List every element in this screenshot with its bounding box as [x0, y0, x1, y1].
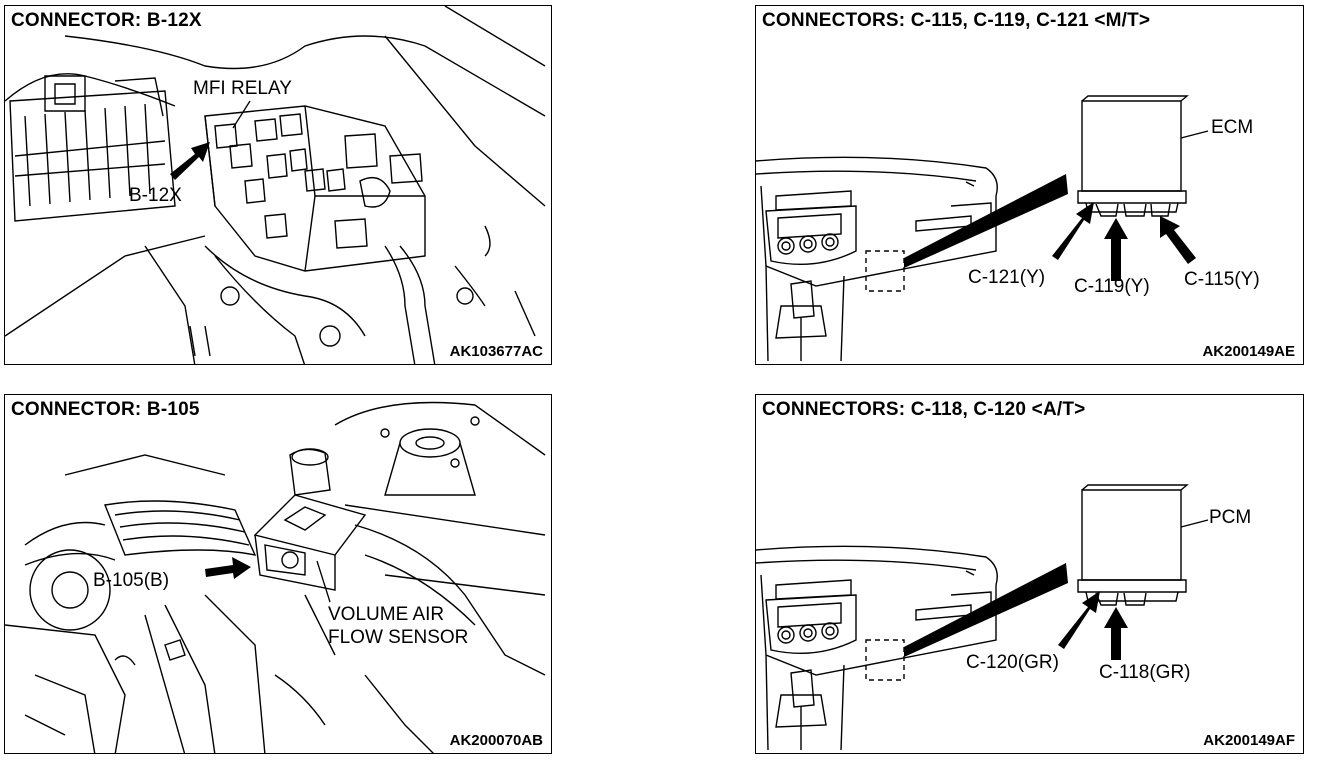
- pcm-callout-wedge: [904, 563, 1068, 657]
- panel-title: CONNECTOR: B-12X: [11, 10, 202, 31]
- b105-connector-label: B-105(B): [93, 570, 170, 591]
- c115-label: C-115(Y): [1184, 269, 1260, 290]
- c121-label: C-121(Y): [968, 267, 1046, 288]
- ecm-callout-wedge: [904, 174, 1068, 268]
- sensor-label-line2: FLOW SENSOR: [328, 627, 469, 648]
- panel-title: CONNECTOR: B-105: [11, 399, 200, 420]
- pcm-dashboard-illustration: [756, 484, 1209, 751]
- panel-connectors-mt: CONNECTORS: C-115, C-119, C-121 <M/T> EC…: [755, 5, 1304, 365]
- c119-label: C-119(Y): [1074, 276, 1150, 297]
- ecm-label: ECM: [1211, 117, 1254, 138]
- figure-code: AK200070AB: [449, 732, 543, 749]
- c120-arrow: [1058, 591, 1100, 649]
- pcm-label: PCM: [1209, 507, 1252, 528]
- panel-title: CONNECTORS: C-115, C-119, C-121 <M/T>: [762, 10, 1151, 31]
- engine-bay-relay-illustration: [5, 6, 546, 364]
- c120-label: C-120(GR): [966, 652, 1059, 673]
- b12x-arrow: [170, 142, 210, 180]
- c118-label: C-118(GR): [1099, 662, 1191, 683]
- sensor-label-line1: VOLUME AIR: [328, 604, 445, 625]
- figure-code: AK103677AC: [449, 343, 543, 360]
- panel-connectors-at: CONNECTORS: C-118, C-120 <A/T> PCM C-120…: [755, 394, 1304, 754]
- ecm-dashboard-illustration: [756, 95, 1209, 362]
- mfi-relay-label: MFI RELAY: [193, 78, 292, 99]
- figure-code: AK200149AF: [1203, 732, 1295, 749]
- c121-arrow: [1052, 202, 1094, 260]
- c115-arrow: [1160, 216, 1196, 264]
- b105-arrow: [205, 557, 251, 579]
- panel-connector-b12x: CONNECTOR: B-12X MFI RELAY B-12X AK10367…: [4, 5, 552, 365]
- c119-arrow: [1104, 218, 1128, 281]
- figure-code: AK200149AE: [1202, 343, 1295, 360]
- air-flow-sensor-illustration: [5, 401, 546, 753]
- c118-arrow: [1104, 607, 1128, 660]
- panel-connector-b105: CONNECTOR: B-105 B-105(B) VOLUME AIR FLO…: [4, 394, 552, 754]
- panel-title: CONNECTORS: C-118, C-120 <A/T>: [762, 399, 1086, 420]
- b12x-connector-label: B-12X: [129, 185, 182, 206]
